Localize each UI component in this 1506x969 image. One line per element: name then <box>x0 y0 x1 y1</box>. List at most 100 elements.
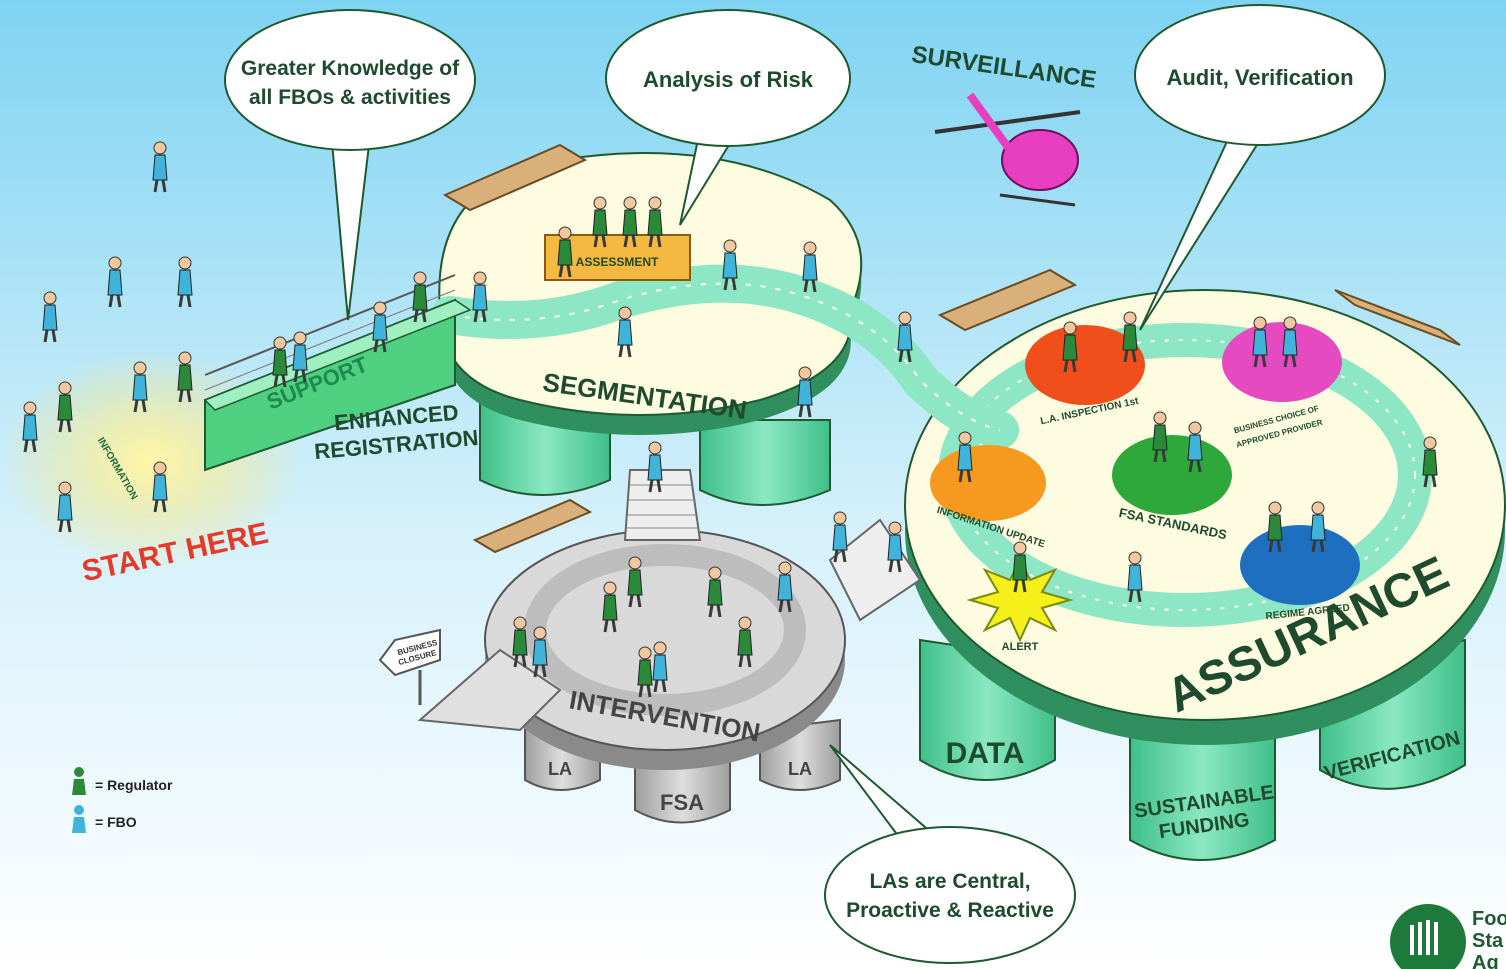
fbo-figure <box>897 311 913 363</box>
callout-risk-text: Analysis of Risk <box>643 67 814 92</box>
fbo-figure <box>1127 551 1143 603</box>
regulator-figure <box>1267 501 1283 553</box>
fbo-figure <box>372 301 388 353</box>
callout-bubble <box>605 9 851 147</box>
fbo-figure <box>107 256 123 308</box>
regulator-figure <box>57 381 73 433</box>
alert-burst <box>966 557 1074 643</box>
fbo-figure <box>152 461 168 513</box>
assurance-track-dash <box>954 339 1416 611</box>
fbo-figure <box>957 431 973 483</box>
fbo-figure <box>1310 501 1326 553</box>
regulator-figure <box>557 226 573 278</box>
regulator-figure <box>177 351 193 403</box>
pillar-data-label: DATA <box>946 737 1025 770</box>
helicopter-skid <box>999 193 1076 207</box>
callout-knowledge-line1: Greater Knowledge of <box>241 57 460 80</box>
fbo-figure <box>42 291 58 343</box>
main-path <box>431 264 1019 449</box>
regulator-figure <box>627 556 643 608</box>
callout-las: LAs are Central, Proactive & Reactive <box>824 744 1076 964</box>
logo-text-line2: Sta <box>1472 930 1504 952</box>
bench <box>442 143 588 212</box>
fbo-figure <box>887 521 903 573</box>
helicopter-body <box>1001 129 1079 191</box>
regulator-figure <box>272 336 288 388</box>
legend-regulator-label: = Regulator <box>95 777 173 793</box>
regulator-figure <box>1422 436 1438 488</box>
fbo-figure <box>777 561 793 613</box>
callout-audit: Audit, Verification <box>1134 4 1386 331</box>
business-closure-sign: BUSINESS CLOSURE <box>378 628 441 705</box>
pillar-la-right-label: LA <box>788 759 812 779</box>
fbo-figure <box>722 239 738 291</box>
regulator-figure <box>637 646 653 698</box>
regulator-figure <box>592 196 608 248</box>
regulator-figure <box>647 196 663 248</box>
bench <box>937 268 1078 332</box>
fbo-figure <box>797 366 813 418</box>
bench <box>472 498 593 554</box>
ramp-top <box>203 299 472 411</box>
regulator-figure <box>1012 541 1028 593</box>
station-business-choice <box>1222 322 1342 402</box>
regulator-figure <box>707 566 723 618</box>
fbo-icon <box>72 805 86 833</box>
fbo-figure <box>617 306 633 358</box>
logo-text-line1: Foo <box>1472 908 1506 930</box>
fbo-figure <box>1187 421 1203 473</box>
logo-bar <box>1434 922 1438 955</box>
regulator-figure <box>602 581 618 633</box>
stairs <box>623 469 922 622</box>
fbo-figure <box>652 641 668 693</box>
helicopter-icon <box>934 92 1081 207</box>
regulator-figure <box>412 271 428 323</box>
fbo-figure <box>22 401 38 453</box>
fbo-figure <box>1252 316 1268 368</box>
fbo-figure <box>802 241 818 293</box>
fbo-figure <box>292 331 308 383</box>
rotor <box>934 110 1081 134</box>
logo-bar <box>1426 920 1430 955</box>
stairs-center <box>623 469 702 541</box>
seg-pillar-right <box>699 419 831 506</box>
bench <box>1334 289 1461 346</box>
station-fsa-standards <box>1112 435 1232 515</box>
regulator-icon <box>72 767 86 795</box>
fbo-figure <box>152 141 168 193</box>
fbo-figure <box>472 271 488 323</box>
intervention-ramp <box>417 648 562 732</box>
callout-audit-text: Audit, Verification <box>1166 65 1353 90</box>
fbo-figure <box>832 511 848 563</box>
regulator-figure <box>1152 411 1168 463</box>
callout-bubble <box>1134 4 1386 146</box>
regulator-figure <box>512 616 528 668</box>
regulator-figure <box>1062 321 1078 373</box>
assessment-label: ASSESSMENT <box>576 255 659 269</box>
station-la-inspection <box>1025 325 1145 405</box>
fsa-logo: Foo Sta Ag <box>1390 904 1506 969</box>
people-figures <box>22 141 1438 698</box>
fbo-figure <box>532 626 548 678</box>
regulator-figure <box>1122 311 1138 363</box>
benches <box>442 143 1461 554</box>
legend-fbo-label: = FBO <box>95 814 137 830</box>
callout-las-line1: LAs are Central, <box>869 870 1030 893</box>
callout-knowledge-line2: all FBOs & activities <box>249 86 451 109</box>
logo-text-line3: Ag <box>1472 952 1499 969</box>
alert-label: ALERT <box>1002 641 1039 653</box>
fbo-figure <box>177 256 193 308</box>
logo-bar <box>1418 922 1422 955</box>
regulator-figure <box>737 616 753 668</box>
callout-bubble <box>224 9 476 151</box>
legend: = Regulator = FBO <box>72 767 173 833</box>
registration-ramp <box>203 274 472 472</box>
callout-las-line2: Proactive & Reactive <box>846 899 1054 922</box>
fbo-figure <box>57 481 73 533</box>
callout-risk: Analysis of Risk <box>605 9 851 226</box>
fbo-figure <box>132 361 148 413</box>
sign-board <box>378 628 441 677</box>
stairs-right <box>828 518 922 622</box>
pillar-fsa-label: FSA <box>660 790 704 815</box>
